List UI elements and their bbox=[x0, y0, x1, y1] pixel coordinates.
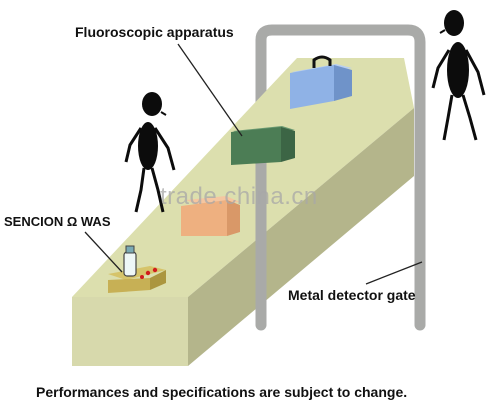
footer-disclaimer: Performances and specifications are subj… bbox=[36, 384, 408, 400]
metal-detector-gate-label: Metal detector gate bbox=[288, 287, 416, 303]
leader-line-metal-detector bbox=[365, 261, 423, 285]
inspector-person-right-icon bbox=[431, 10, 486, 141]
sencion-device-icon bbox=[108, 245, 166, 293]
metal-detector-gate-back bbox=[255, 24, 426, 218]
leader-line-sencion bbox=[84, 231, 123, 273]
blue-suitcase-icon bbox=[290, 55, 352, 109]
fluoroscopic-apparatus-label: Fluoroscopic apparatus bbox=[75, 24, 234, 40]
sencion-was-label: SENCION Ω WAS bbox=[4, 214, 111, 229]
conveyor-front-face bbox=[72, 297, 188, 366]
leader-line-fluoroscopic bbox=[177, 43, 243, 137]
conveyor-top-surface bbox=[72, 58, 414, 297]
inspector-person-left-icon bbox=[124, 92, 176, 213]
conveyor-side-face bbox=[188, 108, 414, 366]
orange-box-icon bbox=[181, 196, 240, 236]
green-box-icon bbox=[231, 126, 295, 165]
watermark-text: trade.china.cn bbox=[160, 183, 318, 210]
